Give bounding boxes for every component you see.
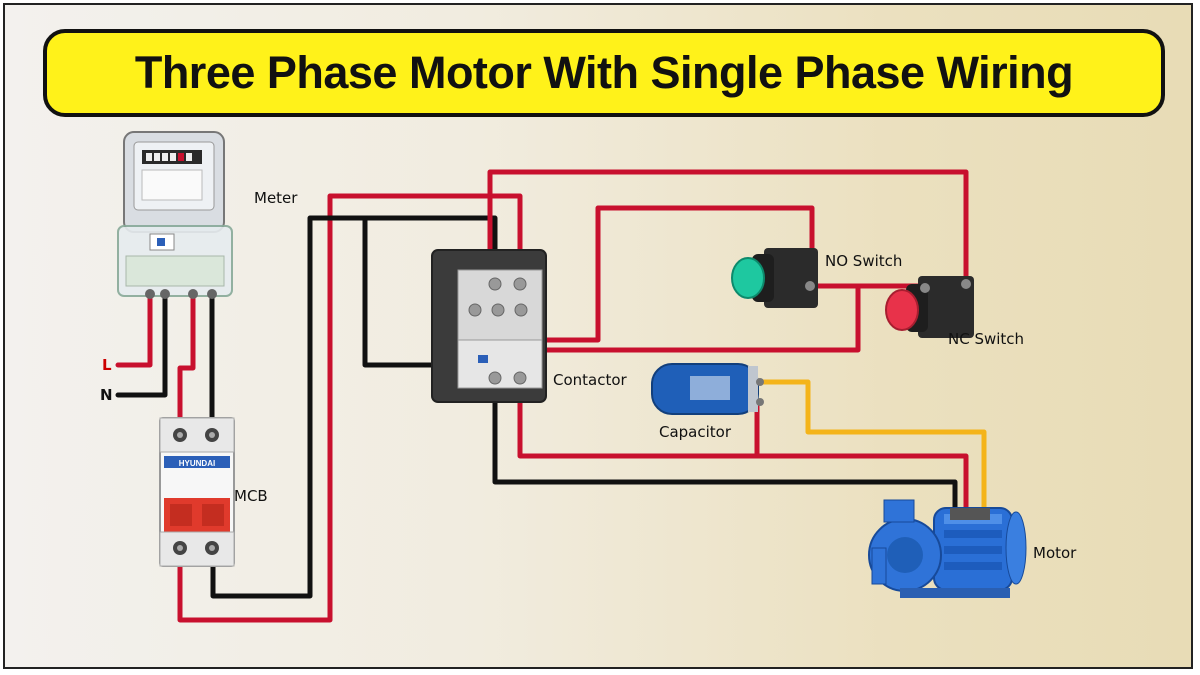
mcb-brand-label: HYUNDAI bbox=[179, 459, 215, 468]
nc-switch-label: NC Switch bbox=[948, 330, 1025, 348]
wire-contactor-no-switch bbox=[537, 205, 815, 343]
capacitor-icon bbox=[651, 363, 764, 415]
wire-meter-mcb-live bbox=[177, 295, 196, 435]
motor-icon bbox=[868, 499, 1027, 598]
meter-label: Meter bbox=[254, 189, 298, 207]
capacitor-label: Capacitor bbox=[659, 423, 732, 441]
no-switch-icon bbox=[731, 248, 818, 308]
wire-mcb-contactor-neutral bbox=[210, 215, 498, 599]
nc-switch-icon bbox=[885, 276, 974, 338]
title-banner: Three Phase Motor With Single Phase Wiri… bbox=[43, 29, 1165, 117]
live-label: L bbox=[102, 356, 112, 374]
wire-capacitor-motor bbox=[759, 379, 987, 515]
wire-contactor-motor-neutral bbox=[492, 377, 958, 515]
wire-supply-neutral bbox=[115, 295, 168, 398]
energy-meter-icon bbox=[117, 131, 233, 299]
contactor-label: Contactor bbox=[553, 371, 627, 389]
mcb-label: MCB bbox=[234, 487, 268, 505]
wire-live-nc-loop bbox=[487, 169, 969, 283]
mcb-icon bbox=[159, 417, 235, 567]
motor-label: Motor bbox=[1033, 544, 1077, 562]
contactor-icon bbox=[431, 249, 547, 403]
wire-mcb-contactor-live bbox=[177, 193, 523, 623]
wire-switch-return bbox=[525, 283, 861, 353]
wire-supply-live bbox=[115, 295, 153, 368]
page-title: Three Phase Motor With Single Phase Wiri… bbox=[134, 47, 1074, 98]
wires bbox=[115, 169, 987, 623]
no-switch-label: NO Switch bbox=[825, 252, 903, 270]
neutral-label: N bbox=[100, 386, 113, 404]
wire-contactor-motor-live bbox=[517, 377, 969, 515]
